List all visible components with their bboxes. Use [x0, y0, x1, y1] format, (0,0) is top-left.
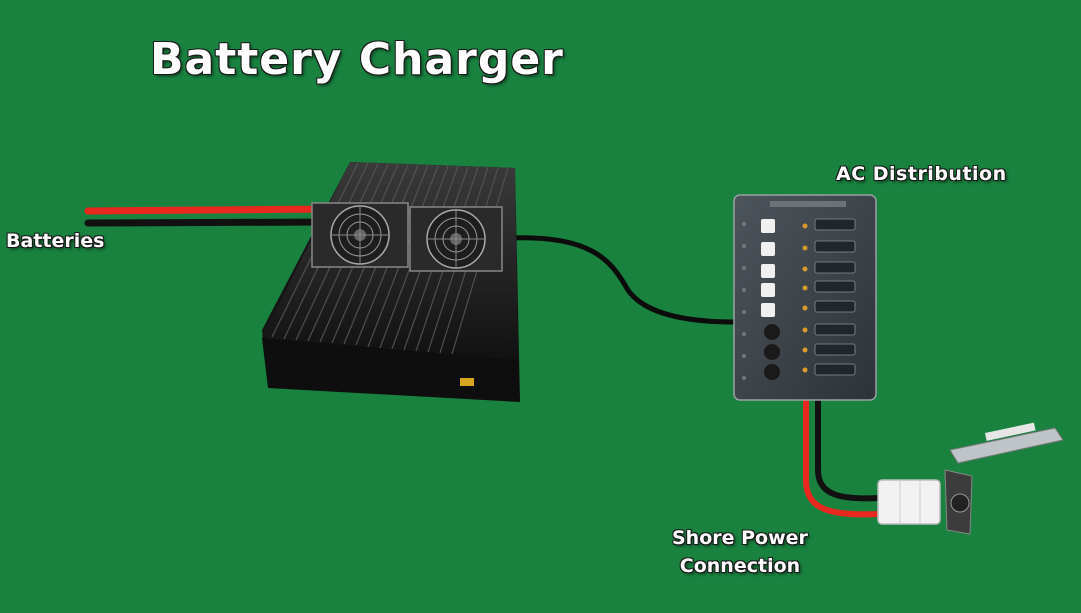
- shore-power-label-line1: Shore Power: [672, 527, 808, 549]
- shore-positive-wire: [803, 398, 881, 518]
- shore-power-label-line2: Connection: [679, 555, 801, 577]
- ac-distribution-panel: [733, 194, 877, 401]
- ac-distribution-label: AC Distribution: [836, 163, 1007, 185]
- shore-power-label: Shore Power Connection: [672, 524, 808, 580]
- positive-wire: [84, 205, 334, 215]
- page-title: Battery Charger: [150, 34, 564, 85]
- breaker-name-plates: [814, 218, 856, 376]
- fan-icon: [311, 202, 409, 268]
- indicator-led-icon: [802, 223, 808, 373]
- shore-negative-wire: [815, 398, 881, 502]
- breaker-switch-icon: [761, 219, 780, 380]
- batteries-label: Batteries: [6, 230, 105, 252]
- fan-icon: [409, 206, 503, 272]
- battery-charger-unit: [262, 162, 520, 402]
- shore-plug-icon: [877, 422, 1064, 535]
- shore-power-wires: [803, 398, 881, 518]
- battery-wires: [84, 205, 334, 227]
- panel-screws: [742, 222, 746, 380]
- negative-wire: [84, 218, 334, 227]
- ac-cable: [509, 235, 736, 325]
- warning-label: [460, 378, 474, 386]
